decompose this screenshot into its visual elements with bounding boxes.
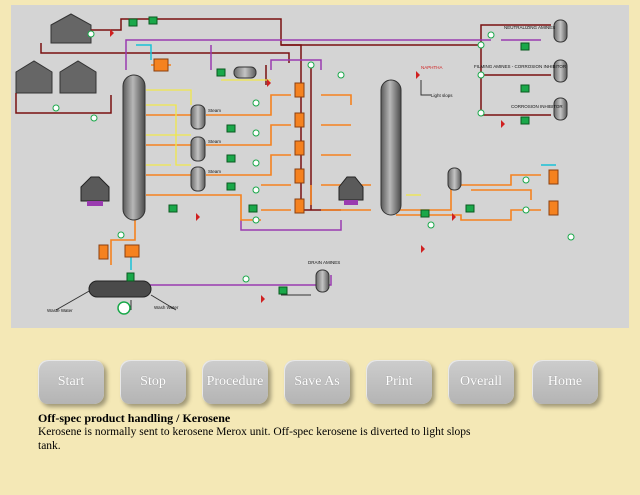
storage-tank-right — [59, 60, 97, 94]
label-drain-amines: DRAIN AMINES — [308, 260, 340, 265]
label-filming-amines: FILMING AMINES - CORROSION INHIBITOR — [474, 64, 567, 69]
furnace-2 — [338, 176, 364, 205]
label-steam-2: Steam — [208, 139, 221, 144]
caption-title: Off-spec product handling / Kerosene — [38, 411, 231, 425]
side-stripper-3 — [190, 166, 206, 192]
control-valves — [110, 29, 505, 303]
desalter — [88, 280, 152, 298]
process-flow-diagram: NEUTRALIZING AMINES FILMING AMINES - COR… — [11, 5, 629, 328]
pumps — [126, 16, 530, 295]
heat-exchangers — [98, 58, 559, 260]
label-light-slops: Light slops — [431, 93, 453, 98]
caption-text: Kerosene is normally sent to kerosene Me… — [38, 426, 471, 452]
filming-amines-tank — [553, 59, 568, 83]
label-waste-water: Waste Water — [47, 308, 73, 313]
label-corrosion-inhibitor: CORROSION INHIBITOR — [511, 104, 563, 109]
label-steam-1: Steam — [208, 108, 221, 113]
stop-button[interactable]: Stop — [120, 360, 186, 404]
purple-piping — [125, 39, 541, 286]
storage-tank-left — [15, 60, 53, 94]
save-as-button[interactable]: Save As — [284, 360, 350, 404]
home-button[interactable]: Home — [532, 360, 598, 404]
reflux-drum — [233, 66, 257, 79]
procedure-button[interactable]: Procedure — [202, 360, 268, 404]
yellow-piping — [146, 79, 421, 196]
label-neutralizing-amines: NEUTRALIZING AMINES — [504, 25, 555, 30]
desalter-pump — [117, 301, 131, 315]
start-button[interactable]: Start — [38, 360, 104, 404]
orange-piping — [110, 64, 541, 265]
furnace-1 — [80, 176, 110, 206]
corrosion-inhibitor-tank — [553, 97, 568, 121]
overall-button[interactable]: Overall — [448, 360, 514, 404]
side-stripper-1 — [190, 104, 206, 130]
utility-piping — [55, 80, 431, 311]
print-button[interactable]: Print — [366, 360, 432, 404]
label-naphtha: NAPHTHA — [421, 65, 443, 70]
crude-column — [122, 74, 146, 221]
label-wash-water: Wash Water — [154, 305, 179, 310]
neutralizing-amines-tank — [553, 19, 568, 43]
storage-tank-top — [50, 13, 92, 44]
drain-amines-tank — [315, 269, 330, 293]
side-stripper-2 — [190, 136, 206, 162]
stabilizer-drum — [447, 167, 462, 191]
label-steam-3: Steam — [208, 169, 221, 174]
process-flow-svg: NEUTRALIZING AMINES FILMING AMINES - COR… — [15, 13, 575, 315]
stabilizer-column — [380, 79, 402, 216]
instruments — [52, 30, 575, 283]
